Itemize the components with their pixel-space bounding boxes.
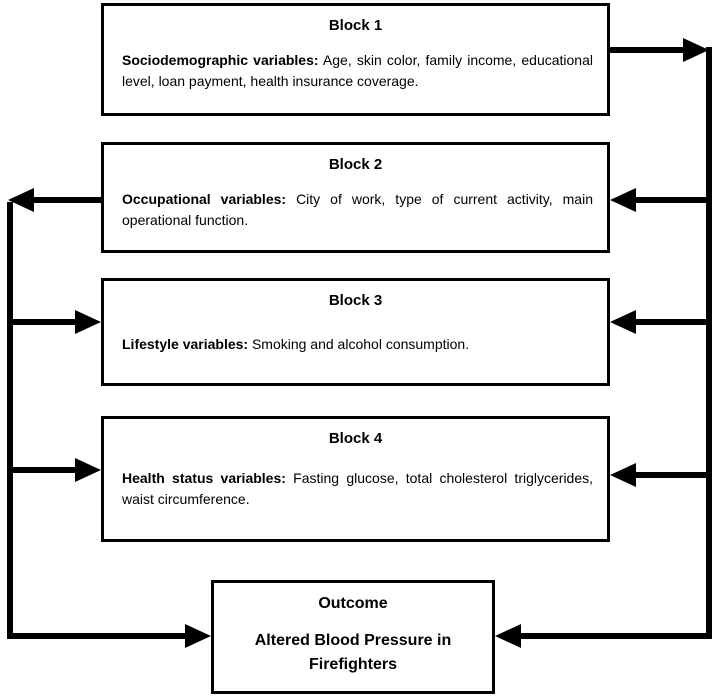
block-2-description: City of work, type of current activity, …	[122, 191, 593, 228]
block-1-text: Sociodemographic variables: Age, skin co…	[122, 50, 593, 92]
block-1-box: Block 1 Sociodemographic variables: Age,…	[101, 3, 610, 116]
block-4-text: Health status variables: Fasting glucose…	[122, 468, 593, 510]
block-3-label: Lifestyle variables:	[122, 336, 249, 352]
arrowhead-into-block4-left	[75, 458, 101, 482]
block-1-title: Block 1	[328, 17, 383, 34]
outcome-title: Outcome	[318, 595, 388, 612]
block-2-box: Block 2 Occupational variables: City of …	[101, 142, 610, 253]
arrowhead-into-block2	[610, 188, 636, 212]
block-2-text: Occupational variables: City of work, ty…	[122, 189, 593, 231]
block-2-label: Occupational variables:	[122, 191, 287, 207]
block-4-label: Health status variables:	[122, 470, 286, 486]
block-3-text: Lifestyle variables: Smoking and alcohol…	[122, 334, 593, 355]
block-4-title: Block 4	[328, 430, 383, 447]
arrowhead-right-bus-top	[683, 38, 709, 62]
arrowhead-into-block3-right	[610, 310, 636, 334]
block-2-title: Block 2	[328, 156, 383, 173]
block-3-description: Smoking and alcohol consumption.	[248, 336, 470, 352]
arrowhead-into-block3-left	[75, 310, 101, 334]
arrowhead-into-outcome-right	[495, 624, 521, 648]
arrowhead-into-outcome-left	[185, 624, 211, 648]
outcome-text: Altered Blood Pressure in Firefighters	[254, 632, 452, 673]
block-3-box: Block 3 Lifestyle variables: Smoking and…	[101, 278, 610, 386]
arrowhead-into-block4-right	[610, 463, 636, 487]
block-4-box: Block 4 Health status variables: Fasting…	[101, 416, 610, 542]
block-1-description: Age, skin color, family income, educatio…	[122, 52, 593, 89]
block-3-title: Block 3	[328, 292, 383, 309]
arrowhead-left-bus-top	[8, 188, 34, 212]
outcome-box: Outcome Altered Blood Pressure in Firefi…	[211, 580, 495, 694]
block-4-description: Fasting glucose, total cholesterol trigl…	[122, 470, 594, 507]
block-1-label: Sociodemographic variables:	[122, 52, 319, 68]
